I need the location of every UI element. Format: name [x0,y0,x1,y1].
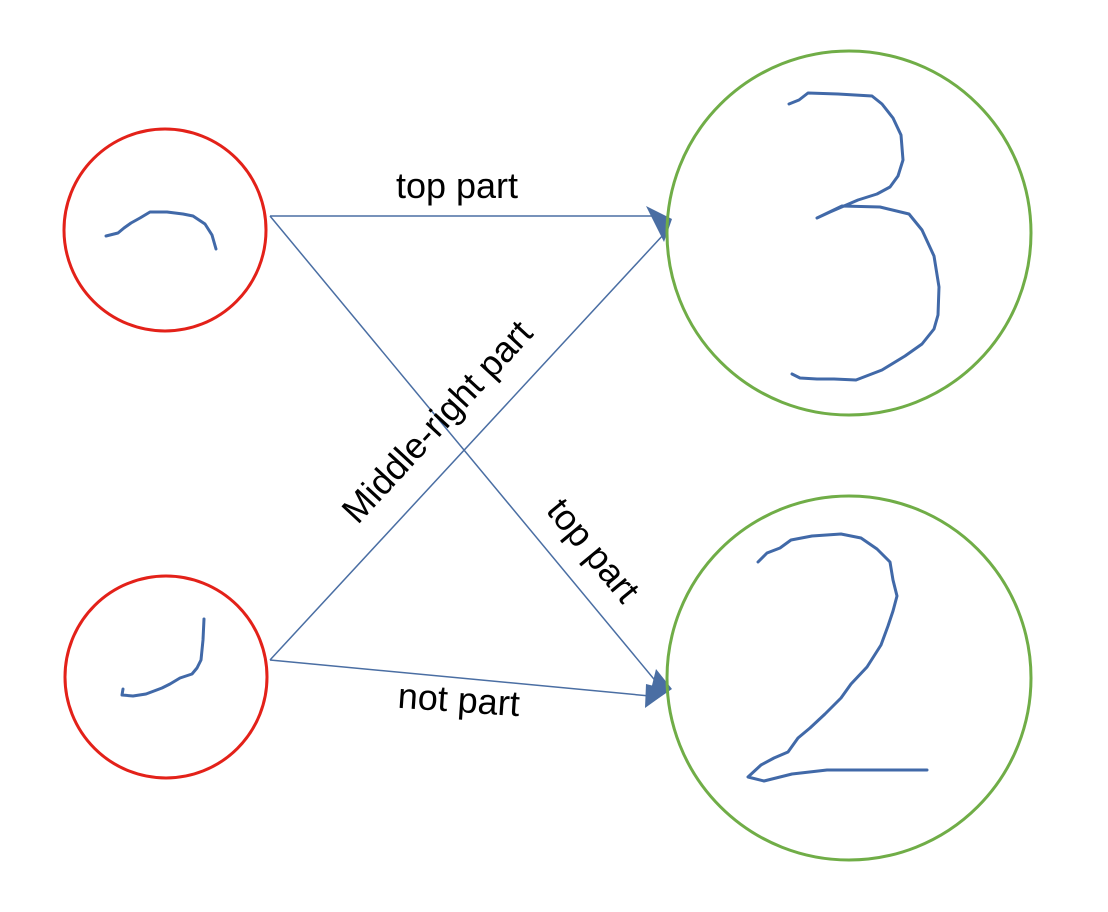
edge-middle-right-to-3: Middle-right part [269,233,665,661]
edge-label-top-to-3: top part [396,165,518,206]
digit-2-icon [746,532,929,783]
node-part-top [62,127,268,333]
node-part-middle-right [63,574,269,780]
node-digit-2 [665,494,1033,862]
edge-label-top-to-2: top part [539,490,648,610]
middle-right-stroke-icon [120,617,206,698]
node-digit-3 [665,49,1033,417]
edge-middle-right-to-2: not part [269,659,670,724]
digit-3-icon [787,91,941,382]
edge-label-middle-right-to-2: not part [397,675,522,724]
edge-top-to-3: top part [270,165,672,242]
edge-label-middle-right-to-3: Middle-right part [333,312,540,531]
top-stroke-icon [104,210,218,251]
arrow-head-icon [645,684,670,708]
